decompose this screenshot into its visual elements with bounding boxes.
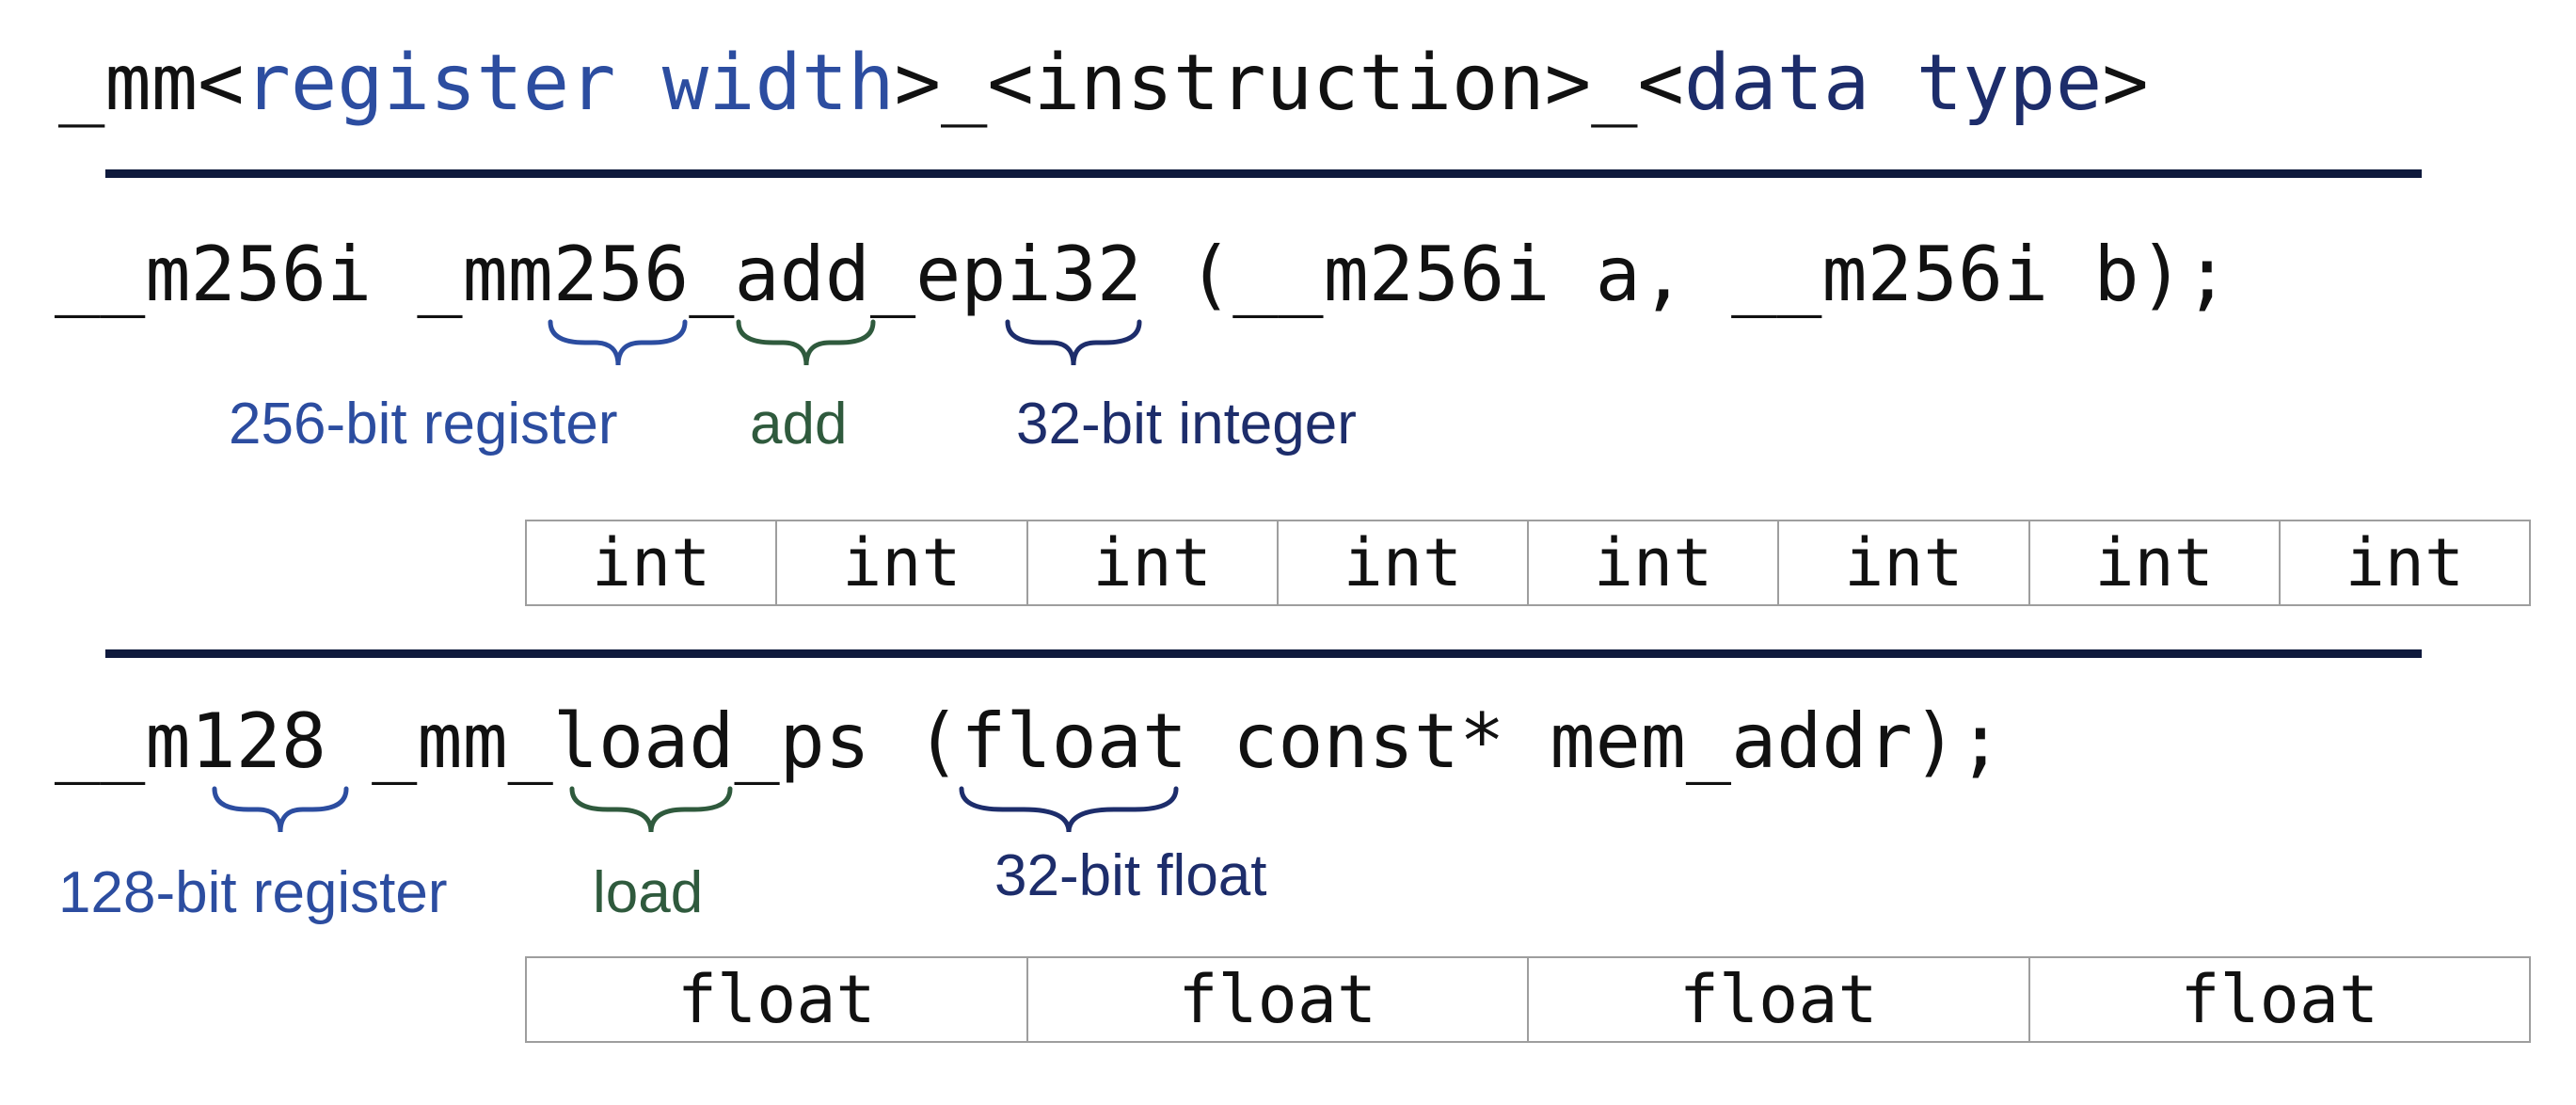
register-256-lanes: int int int int int int int int bbox=[525, 520, 2531, 606]
brace-128 bbox=[212, 786, 349, 833]
lane-int: int bbox=[1028, 521, 1279, 604]
divider-top bbox=[105, 169, 2422, 178]
signature-add-epi32: __m256i _mm256_add_epi32 (__m256i a, __m… bbox=[55, 231, 2230, 318]
divider-middle bbox=[105, 649, 2422, 658]
brace-32 bbox=[1005, 319, 1142, 366]
brace-float bbox=[959, 786, 1179, 833]
lane-int: int bbox=[2030, 521, 2281, 604]
pattern-register-width: register width bbox=[244, 39, 895, 128]
pattern-data-type: data type bbox=[1683, 39, 2103, 128]
lane-int: int bbox=[527, 521, 778, 604]
lane-float: float bbox=[1028, 958, 1529, 1041]
lane-int: int bbox=[2345, 524, 2465, 601]
naming-pattern: _mm<register width>_<instruction>_<data … bbox=[58, 45, 2149, 122]
label-add: add bbox=[750, 392, 848, 456]
lane-int: int bbox=[1279, 521, 1529, 604]
brace-256 bbox=[548, 319, 688, 366]
lane-float: float bbox=[2180, 961, 2379, 1038]
register-128-lanes: float float float float bbox=[525, 956, 2531, 1043]
lane-float: float bbox=[1529, 958, 2030, 1041]
lane-int: int bbox=[777, 521, 1028, 604]
label-32-bit-integer: 32-bit integer bbox=[1016, 392, 1357, 456]
signature-load-ps: __m128 _mm_load_ps (float const* mem_add… bbox=[55, 697, 2004, 785]
label-load: load bbox=[593, 860, 704, 925]
lane-int: int bbox=[1779, 521, 2030, 604]
lane-float: float bbox=[527, 958, 1028, 1041]
pattern-instruction: >_<instruction>_< bbox=[894, 39, 1684, 128]
lane-int: int bbox=[1529, 521, 1780, 604]
brace-load bbox=[569, 786, 733, 833]
label-256-bit-register: 256-bit register bbox=[229, 392, 618, 456]
pattern-prefix: _mm< bbox=[58, 39, 245, 128]
label-128-bit-register: 128-bit register bbox=[58, 860, 448, 925]
brace-add bbox=[736, 319, 876, 366]
pattern-suffix: > bbox=[2102, 39, 2149, 128]
label-32-bit-float: 32-bit float bbox=[994, 843, 1267, 908]
